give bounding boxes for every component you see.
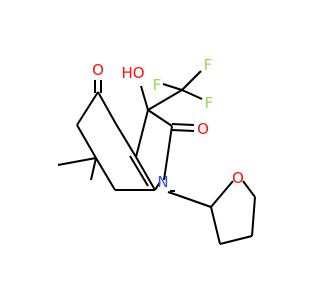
atom-label-n-ring: N [157,173,168,191]
bond-c3-c2 [147,109,173,127]
bond-n1-c7a [154,181,161,191]
bond-ch2-c2thf [176,194,212,208]
bond-c2-carbonyl-b [171,129,195,132]
atom-label-o-ketone: O [92,61,104,79]
bond-thf-c3-c2 [210,206,221,245]
atom-label-f-top: F [204,56,213,74]
bond-c3-oh [140,85,149,111]
bond-c3a-c3 [135,109,149,158]
bond-c6-c7 [95,157,116,191]
bond-c7a-c3a-inner [129,155,149,187]
bond-c3a-c4 [115,123,137,158]
atom-label-f-left: F [153,76,162,94]
bond-cf3-f-left [162,83,183,91]
bond-c7a-c3a [135,156,156,191]
bond-c2-n1 [163,125,173,181]
bond-cf3-f-top [181,70,202,91]
bond-cf3-f-right [181,89,203,100]
bond-c4-c5-ring [97,91,117,125]
atom-label-o-thf: O [232,169,244,187]
bond-c2-carbonyl-a [171,123,195,126]
bond-ch2-n1 [167,191,178,196]
bond-c5-c6 [76,124,97,159]
bond-thf-c4-c3 [219,235,253,245]
bond-thf-o-c5 [242,180,256,198]
bond-thf-c2-o [210,180,234,208]
bond-methyl-left [57,157,97,166]
atom-label-f-right: F [205,94,214,112]
atom-label-o-lactam: O [197,120,209,138]
bond-thf-c5-c4 [251,196,256,237]
bond-c3-cf3 [147,89,183,111]
bond-c4-c5 [76,91,99,126]
atom-label-hydroxyl: HO [121,64,144,82]
bond-methyl-down [90,157,97,181]
molecule-drawing: O HO F F F O N O [57,56,256,245]
structure-canvas: O HO F F F O N O [57,56,256,245]
